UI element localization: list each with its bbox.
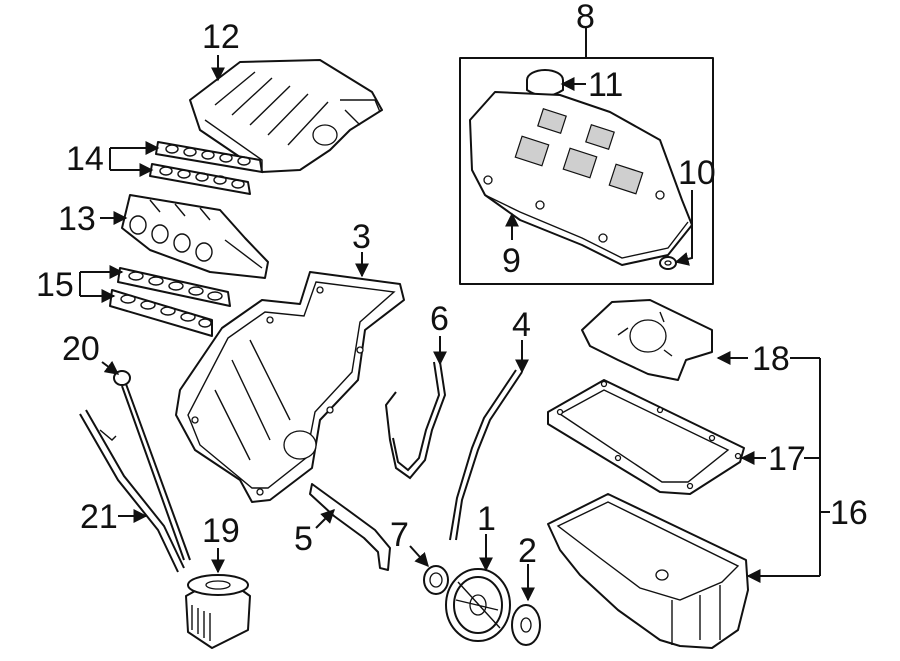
- callout-20: 20: [62, 330, 100, 368]
- valve-cover-grommet: [659, 256, 677, 270]
- intake-gasket-upper: [149, 141, 263, 195]
- callout-19: 19: [202, 512, 240, 550]
- callout-10: 10: [678, 154, 716, 192]
- oil-pan-gasket: [547, 379, 745, 495]
- intake-manifold-lower: [121, 194, 269, 279]
- oil-pan: [547, 493, 749, 649]
- callout-6: 6: [430, 300, 449, 338]
- oil-filter: [185, 574, 251, 649]
- callout-15: 15: [36, 266, 74, 304]
- callout-1: 1: [477, 500, 496, 538]
- pulley-washer: [511, 604, 541, 646]
- callout-17: 17: [768, 440, 806, 478]
- callout-3: 3: [352, 218, 371, 256]
- valve-cover: [469, 91, 693, 266]
- callout-5: 5: [294, 520, 313, 558]
- oil-pan-baffle: [581, 299, 713, 381]
- callout-4: 4: [512, 306, 531, 344]
- gasket-strip: [309, 483, 391, 571]
- callout-16: 16: [830, 494, 868, 532]
- oil-filler-cap: [526, 69, 564, 97]
- callout-2: 2: [518, 532, 537, 570]
- callout-12: 12: [202, 18, 240, 56]
- leader-lines: [79, 28, 830, 602]
- callout-18: 18: [752, 340, 790, 378]
- intake-gasket-lower: [109, 267, 231, 337]
- callout-7: 7: [390, 516, 409, 554]
- timing-chain-guide: [449, 369, 523, 541]
- timing-cover: [175, 271, 405, 503]
- crankshaft-front-seal: [423, 565, 449, 595]
- callout-14: 14: [66, 140, 104, 178]
- oil-dipstick: [113, 370, 191, 561]
- callout-11: 11: [588, 66, 623, 104]
- valve-cover-group: [459, 57, 714, 285]
- callout-13: 13: [58, 200, 96, 238]
- callout-9: 9: [502, 242, 521, 280]
- callout-21: 21: [80, 498, 118, 536]
- timing-cover-gasket: [384, 361, 447, 480]
- callout-8: 8: [576, 0, 595, 36]
- callout-labels: 12 14 13 15 20 21 19 3 6 4 5 7 1 2 8 11 …: [36, 0, 868, 570]
- crankshaft-pulley: [445, 568, 511, 642]
- dipstick-tube: [79, 409, 185, 573]
